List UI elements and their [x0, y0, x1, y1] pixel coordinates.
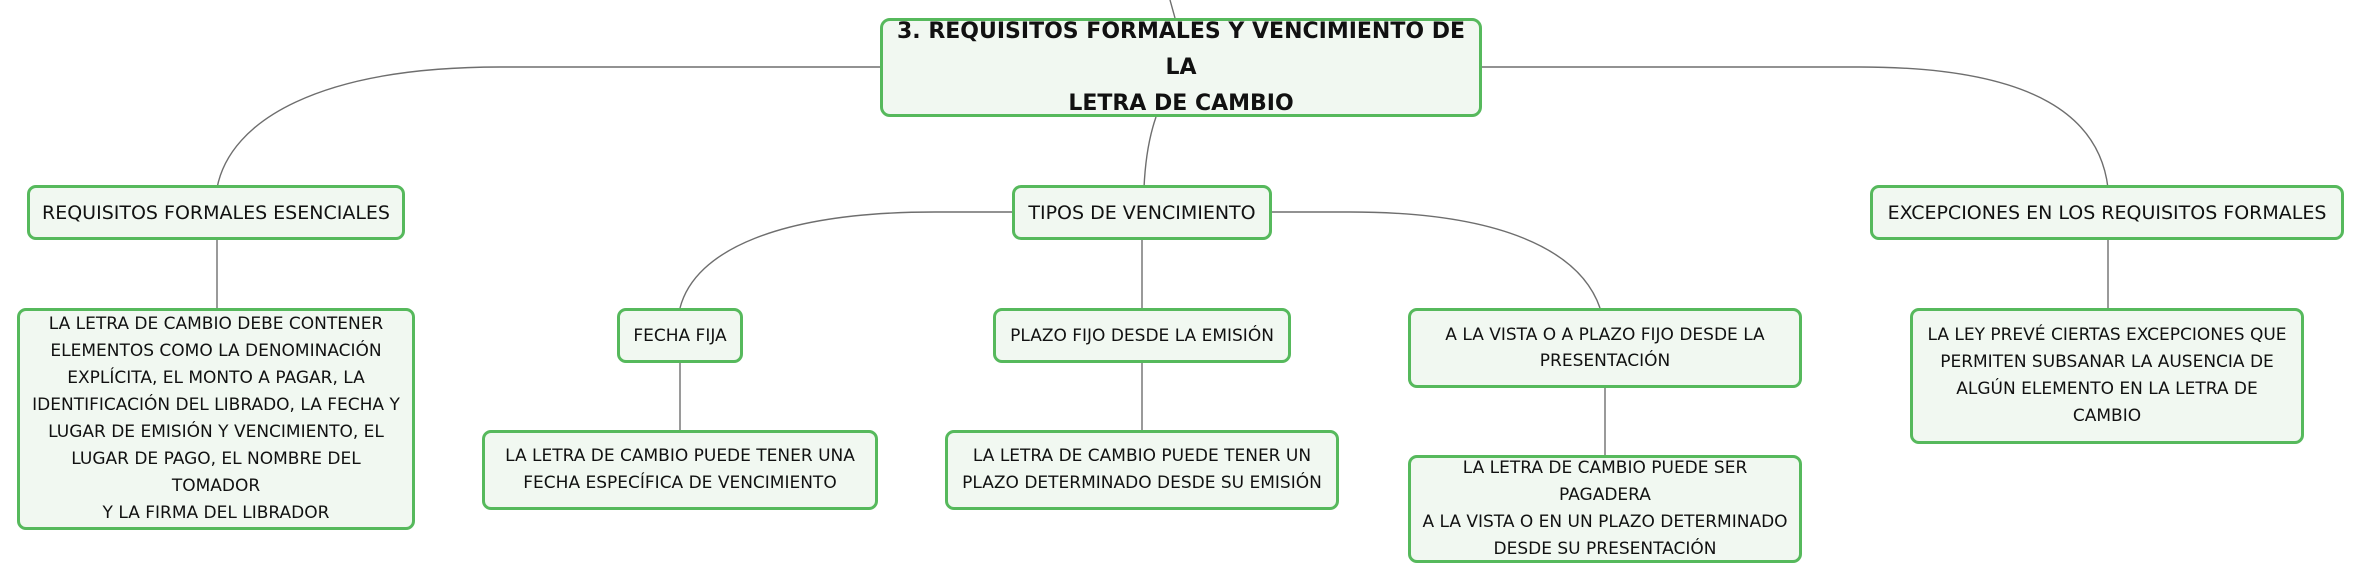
detail-requisitos-text: LA LETRA DE CAMBIO DEBE CONTENER ELEMENT…	[32, 314, 400, 523]
subtopic-a-la-vista[interactable]: A LA VISTA O A PLAZO FIJO DESDE LA PRESE…	[1408, 308, 1802, 388]
connector-root-requisitos	[216, 66, 880, 189]
root-topic-label: 3. REQUISITOS FORMALES Y VENCIMIENTO DE …	[897, 18, 1465, 116]
connector-root-excepciones	[1480, 66, 2109, 189]
connector-tipos-vista	[1272, 211, 1601, 309]
detail-fecha-fija[interactable]: LA LETRA DE CAMBIO PUEDE TENER UNA FECHA…	[482, 430, 878, 510]
detail-requisitos[interactable]: LA LETRA DE CAMBIO DEBE CONTENER ELEMENT…	[17, 308, 415, 530]
detail-fecha-fija-text: LA LETRA DE CAMBIO PUEDE TENER UNA FECHA…	[505, 446, 855, 493]
branch-excepciones[interactable]: EXCEPCIONES EN LOS REQUISITOS FORMALES	[1870, 185, 2344, 240]
detail-a-la-vista[interactable]: LA LETRA DE CAMBIO PUEDE SER PAGADERA A …	[1408, 455, 1802, 563]
detail-excepciones-text: LA LEY PREVÉ CIERTAS EXCEPCIONES QUE PER…	[1927, 325, 2287, 426]
subtopic-fecha-fija[interactable]: FECHA FIJA	[617, 308, 743, 363]
connector-root-parent	[1169, 0, 1176, 19]
detail-plazo-fijo-emision-text: LA LETRA DE CAMBIO PUEDE TENER UN PLAZO …	[962, 446, 1322, 493]
detail-plazo-fijo-emision[interactable]: LA LETRA DE CAMBIO PUEDE TENER UN PLAZO …	[945, 430, 1339, 510]
subtopic-a-la-vista-label: A LA VISTA O A PLAZO FIJO DESDE LA PRESE…	[1445, 325, 1765, 371]
subtopic-fecha-fija-label: FECHA FIJA	[633, 325, 727, 346]
subtopic-plazo-fijo-emision[interactable]: PLAZO FIJO DESDE LA EMISIÓN	[993, 308, 1291, 363]
branch-tipos-vencimiento[interactable]: TIPOS DE VENCIMIENTO	[1012, 185, 1272, 240]
connector-root-tipos	[1143, 116, 1157, 189]
subtopic-plazo-fijo-emision-label: PLAZO FIJO DESDE LA EMISIÓN	[1010, 325, 1274, 346]
detail-a-la-vista-text: LA LETRA DE CAMBIO PUEDE SER PAGADERA A …	[1422, 458, 1788, 559]
branch-excepciones-label: EXCEPCIONES EN LOS REQUISITOS FORMALES	[1887, 201, 2327, 224]
root-topic[interactable]: 3. REQUISITOS FORMALES Y VENCIMIENTO DE …	[880, 18, 1482, 117]
branch-tipos-vencimiento-label: TIPOS DE VENCIMIENTO	[1028, 201, 1256, 224]
branch-requisitos-formales-label: REQUISITOS FORMALES ESENCIALES	[42, 201, 390, 224]
connector-tipos-fecha	[679, 211, 1012, 309]
detail-excepciones[interactable]: LA LEY PREVÉ CIERTAS EXCEPCIONES QUE PER…	[1910, 308, 2304, 444]
branch-requisitos-formales[interactable]: REQUISITOS FORMALES ESENCIALES	[27, 185, 405, 240]
